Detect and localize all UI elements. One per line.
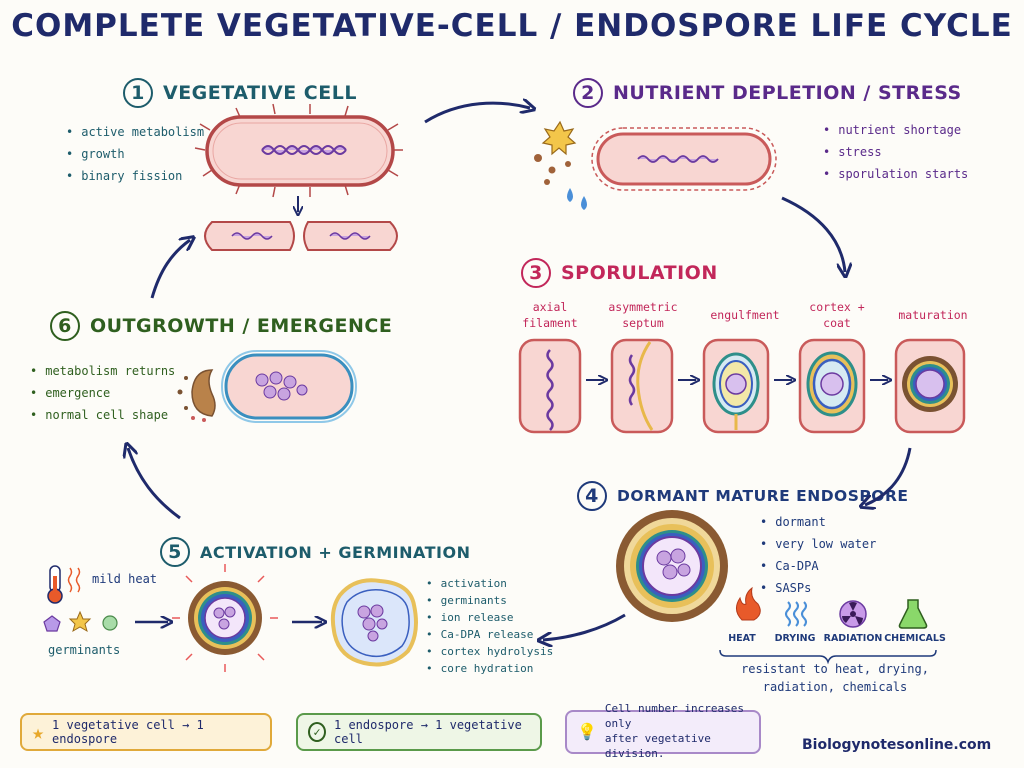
sporulation-stage-2 bbox=[610, 338, 674, 434]
list-item: germinants bbox=[426, 594, 553, 607]
step-number-6: 6 bbox=[50, 311, 80, 341]
resistance-bracket bbox=[719, 649, 937, 665]
germinating-spore bbox=[330, 578, 418, 667]
germinants-label: germinants bbox=[48, 643, 121, 657]
stage-label-asymmetric-septum: asymmetric septum bbox=[608, 300, 678, 330]
list-item: metabolism returns bbox=[30, 364, 175, 378]
section-6-bullets: metabolism returns emergence normal cell… bbox=[30, 364, 175, 430]
list-item: ion release bbox=[426, 611, 553, 624]
list-item: active metabolism bbox=[66, 125, 204, 139]
list-item: emergence bbox=[30, 386, 175, 400]
section-1-title: VEGETATIVE CELL bbox=[163, 82, 357, 104]
list-item: normal cell shape bbox=[30, 408, 175, 422]
stage-label-maturation: maturation bbox=[898, 308, 968, 322]
icon-label-drying: DRYING bbox=[774, 633, 816, 644]
sporulation-stage-1 bbox=[518, 338, 582, 434]
vegetative-cell bbox=[194, 103, 403, 198]
activated-spore bbox=[172, 564, 278, 672]
section-2-header: 2 NUTRIENT DEPLETION / STRESS bbox=[573, 78, 962, 108]
star-icon: ★ bbox=[32, 720, 45, 744]
list-item: Ca-DPA bbox=[760, 559, 876, 573]
section-6-header: 6 OUTGROWTH / EMERGENCE bbox=[50, 311, 392, 341]
flask-icon bbox=[898, 599, 928, 629]
section-4-title: DORMANT MATURE ENDOSPORE bbox=[617, 487, 909, 505]
step-number-4: 4 bbox=[577, 481, 607, 511]
list-item: stress bbox=[823, 145, 968, 159]
list-item: Ca-DPA release bbox=[426, 628, 553, 641]
step-number-1: 1 bbox=[123, 78, 153, 108]
emerging-cell bbox=[177, 350, 357, 423]
step-number-3: 3 bbox=[521, 258, 551, 288]
list-item: SASPs bbox=[760, 581, 876, 595]
cycle-arrow-6-to-1 bbox=[150, 240, 190, 299]
check-circle-icon: ✓ bbox=[308, 722, 326, 742]
icon-label-radiation: RADIATION bbox=[823, 633, 883, 644]
stage-label-cortex-coat: cortex + coat bbox=[809, 300, 865, 330]
footer-box-note: 💡 Cell number increases only after veget… bbox=[565, 702, 761, 760]
cycle-arrow-1-to-2 bbox=[424, 103, 530, 124]
resistance-note: resistant to heat, drying, radiation, ch… bbox=[741, 662, 929, 694]
footer-box-2-text: 1 endospore → 1 vegetative cell bbox=[334, 718, 522, 746]
sporulation-stage-4 bbox=[798, 338, 866, 434]
dormant-endospore bbox=[616, 510, 728, 622]
thermometer-icon bbox=[47, 565, 81, 604]
icon-label-chemicals: CHEMICALS bbox=[884, 633, 946, 644]
mild-heat-label: mild heat bbox=[92, 572, 158, 586]
page-title: COMPLETE VEGETATIVE-CELL / ENDOSPORE LIF… bbox=[11, 8, 1013, 44]
stage-label-axial-filament: axial filament bbox=[522, 300, 578, 330]
cycle-arrow-2-to-3 bbox=[781, 196, 845, 272]
step-number-5: 5 bbox=[160, 537, 190, 567]
dividing-cells bbox=[204, 221, 398, 251]
footer-box-1-text: 1 vegetative cell → 1 endospore bbox=[52, 718, 204, 746]
section-1-header: 1 VEGETATIVE CELL bbox=[123, 78, 357, 108]
list-item: nutrient shortage bbox=[823, 123, 968, 137]
section-3-title: SPORULATION bbox=[561, 262, 718, 284]
list-item: cortex hydrolysis bbox=[426, 645, 554, 658]
stressed-cell bbox=[591, 127, 777, 191]
cycle-arrow-4-to-5 bbox=[543, 613, 626, 640]
list-item: binary fission bbox=[66, 169, 204, 183]
list-item: activation bbox=[426, 577, 553, 590]
stage-label-engulfment: engulfment bbox=[710, 308, 780, 322]
sporulation-stage-5 bbox=[894, 338, 966, 434]
list-item: growth bbox=[66, 147, 204, 161]
radiation-icon bbox=[839, 600, 867, 628]
footer-box-3-text: Cell number increases only after vegetat… bbox=[604, 702, 744, 760]
site-credit: Biologynotesonline.com bbox=[802, 737, 992, 753]
lightbulb-icon: 💡 bbox=[577, 722, 597, 742]
sporulation-stage-3 bbox=[702, 338, 770, 434]
list-item: core hydration bbox=[426, 662, 553, 675]
cycle-arrow-5-to-6 bbox=[128, 448, 181, 520]
section-4-bullets: dormant very low water Ca-DPA SASPs bbox=[760, 515, 876, 603]
footer-box-sporulation-ratio: ★ 1 vegetative cell → 1 endospore bbox=[20, 713, 272, 751]
list-item: very low water bbox=[760, 537, 876, 551]
section-3-header: 3 SPORULATION bbox=[521, 258, 718, 288]
germinant-shapes-icon bbox=[43, 610, 118, 633]
cycle-arrow-3-to-4 bbox=[865, 447, 912, 505]
section-2-title: NUTRIENT DEPLETION / STRESS bbox=[613, 82, 962, 104]
fire-icon bbox=[736, 586, 761, 621]
section-5-header: 5 ACTIVATION + GERMINATION bbox=[160, 537, 470, 567]
section-5-title: ACTIVATION + GERMINATION bbox=[200, 542, 471, 562]
section-5-bullets: activation germinants ion release Ca-DPA… bbox=[426, 577, 554, 679]
section-2-bullets: nutrient shortage stress sporulation sta… bbox=[823, 123, 968, 189]
stress-factors-icon bbox=[534, 120, 587, 210]
list-item: dormant bbox=[760, 515, 876, 529]
water-drops-icon bbox=[785, 601, 807, 627]
list-item: sporulation starts bbox=[823, 167, 968, 181]
section-4-header: 4 DORMANT MATURE ENDOSPORE bbox=[577, 481, 908, 511]
step-number-2: 2 bbox=[573, 78, 603, 108]
section-6-title: OUTGROWTH / EMERGENCE bbox=[90, 315, 393, 337]
icon-label-heat: HEAT bbox=[728, 633, 756, 644]
section-1-bullets: active metabolism growth binary fission bbox=[66, 125, 204, 191]
footer-box-germination-ratio: ✓ 1 endospore → 1 vegetative cell bbox=[296, 713, 542, 751]
